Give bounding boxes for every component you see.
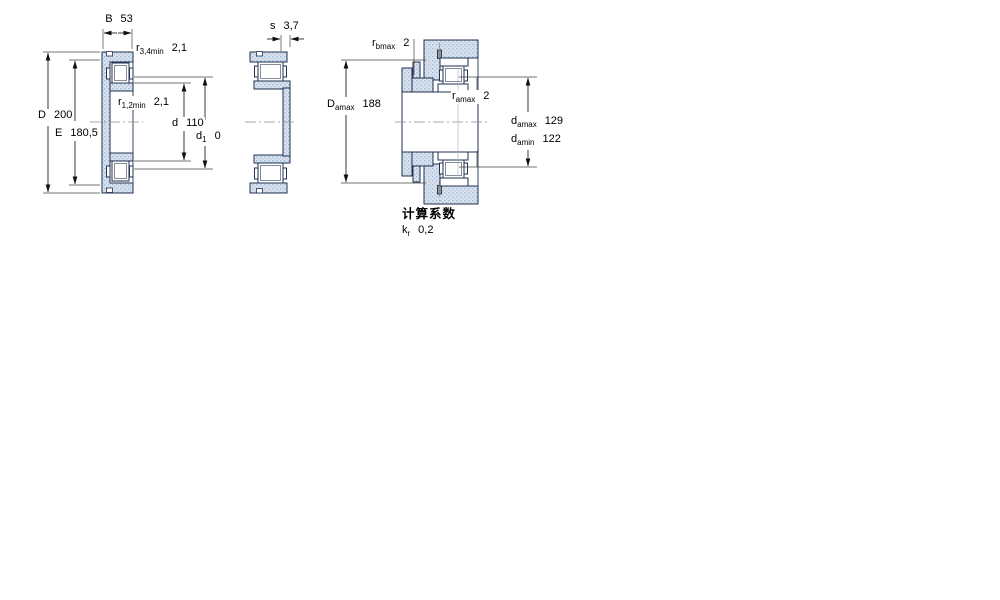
fig2-roller-top-face	[260, 64, 281, 79]
fig3-cage-bottom-right	[463, 162, 468, 175]
fig1-bearing-section	[90, 51, 143, 194]
fig3-abutment-ring-bottom	[411, 151, 434, 167]
fig1-snap-groove-bottom	[106, 187, 113, 193]
fig2-snap-groove-top	[256, 51, 263, 57]
fig2-outer-ring-bottom	[249, 182, 288, 194]
fig1-inner-ring-bottom	[109, 152, 134, 162]
calculation-factors-title: 计算系数	[401, 207, 458, 222]
fig3-abutment-rib-bottom	[412, 165, 421, 183]
fig2-roller-top	[257, 61, 284, 82]
fig1-cage-top-left	[106, 67, 111, 80]
fig3-abutment-rib-top	[412, 61, 421, 79]
fig2-roller-bottom-face	[260, 165, 281, 181]
fig2-cage-bottom-left	[254, 167, 259, 180]
fig2-roller-bottom	[257, 162, 284, 184]
fig3-dimensions	[341, 39, 537, 184]
fig3-mounted-arrangement	[395, 39, 489, 205]
fig3-roller-bottom-face	[445, 162, 462, 176]
fig3-outer-ring-bottom	[439, 177, 469, 187]
fig3-cage-top-right	[463, 69, 468, 82]
fig2-outer-ring-top	[249, 51, 288, 63]
fig3-outer-ring-top	[439, 57, 469, 67]
fig3-cage-bottom-left	[439, 162, 444, 175]
fig3-shaft-shoulder-bottom	[401, 151, 413, 177]
fig1-roller-bottom-face	[114, 163, 127, 179]
fig2-cage-top-right	[282, 65, 287, 78]
fig2-dimensions	[267, 35, 304, 51]
fig2-cage-bottom-right	[282, 167, 287, 180]
fig1-dimensions	[43, 29, 213, 194]
fig1-cage-bottom-left	[106, 165, 111, 178]
fig3-abutment-ring-top	[411, 77, 434, 93]
fig3-shaft-shoulder-top	[401, 67, 413, 93]
fig2-bearing-section	[245, 51, 297, 194]
fig1-roller-top-face	[114, 65, 127, 81]
fig1-cage-top-right	[129, 67, 134, 80]
fig3-roller-top-face	[445, 68, 462, 82]
fig3-cage-top-left	[439, 69, 444, 82]
fig2-snap-groove-bottom	[256, 188, 263, 194]
fig1-cage-bottom-right	[129, 165, 134, 178]
fig2-cage-top-left	[254, 65, 259, 78]
fig3-inner-ring-bottom	[437, 151, 469, 161]
fig1-snap-groove-top	[106, 51, 113, 57]
fig1-inner-ring-top	[109, 82, 134, 92]
